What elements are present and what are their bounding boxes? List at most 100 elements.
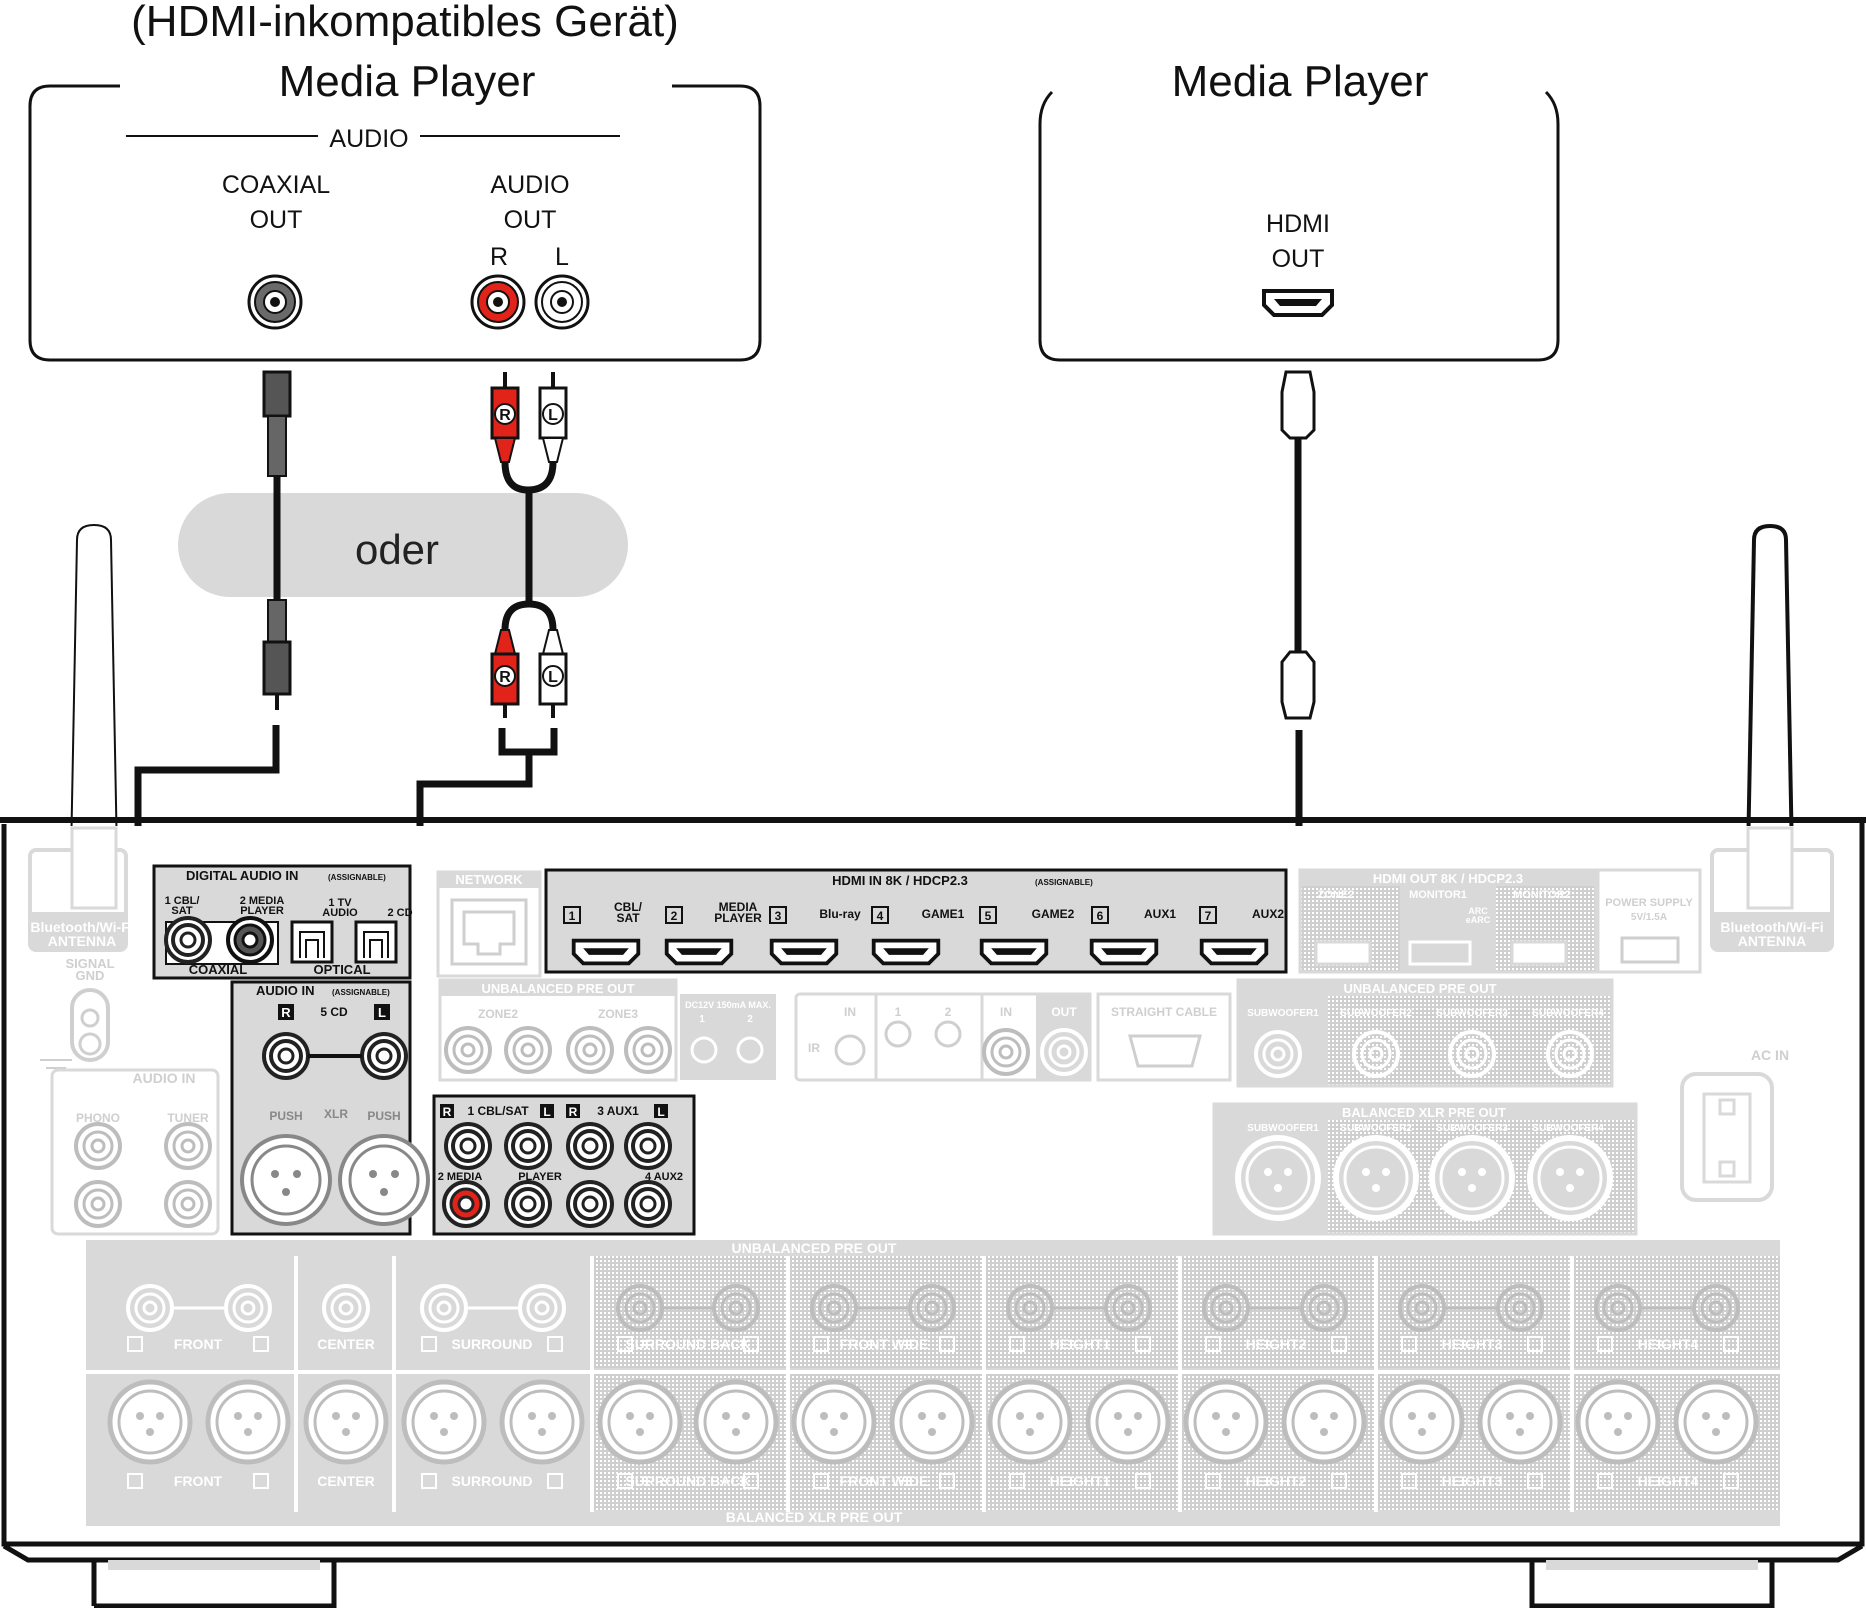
svg-text:ANTENNA: ANTENNA [48, 933, 116, 949]
svg-text:R: R [490, 243, 508, 271]
svg-text:ANTENNA: ANTENNA [1738, 933, 1806, 949]
svg-text:HEIGHT3: HEIGHT3 [1442, 1336, 1503, 1352]
svg-text:eARC: eARC [1466, 915, 1491, 925]
bt-antenna-left-label: Bluetooth/Wi-Fi [30, 919, 133, 935]
svg-text:AUX2: AUX2 [1252, 907, 1284, 921]
svg-text:OUT: OUT [504, 206, 557, 234]
audio-in-block: AUDIO IN (ASSIGNABLE) R 5 CD L PUSH XLR … [230, 980, 430, 1236]
svg-text:GAME2: GAME2 [1032, 907, 1075, 921]
svg-text:SUBWOOFER4: SUBWOOFER4 [1532, 1008, 1604, 1019]
svg-text:SUBWOOFER3: SUBWOOFER3 [1436, 1008, 1508, 1019]
phono-tuner-block: AUDIO IN PHONO TUNER [50, 1068, 220, 1236]
svg-text:MEDIA: MEDIA [719, 900, 758, 914]
digital-audio-in-block: DIGITAL AUDIO IN (ASSIGNABLE) 1 CBL/ SAT… [152, 864, 413, 980]
svg-text:FRONT: FRONT [174, 1336, 223, 1352]
svg-text:IN: IN [844, 1005, 856, 1019]
zone-pre-out-block: UNBALANCED PRE OUT ZONE2 ZONE3 [438, 978, 678, 1082]
svg-text:CENTER: CENTER [317, 1336, 375, 1352]
svg-text:SAT: SAT [171, 905, 192, 917]
svg-text:OPTICAL: OPTICAL [313, 962, 370, 977]
svg-text:SUBWOOFER4: SUBWOOFER4 [1532, 1123, 1604, 1134]
left-media-player: (HDMI-inkompatibles Gerät) Media Player … [28, 0, 762, 362]
svg-text:2: 2 [671, 909, 678, 923]
hdmi-out-block: HDMI OUT 8K / HDCP2.3 ZONE2 MONITOR1 MON… [1298, 868, 1598, 974]
svg-text:ZONE3: ZONE3 [598, 1007, 638, 1021]
svg-text:IR: IR [808, 1041, 820, 1055]
svg-text:AUDIO: AUDIO [322, 907, 358, 919]
svg-text:2 MEDIA: 2 MEDIA [438, 1171, 483, 1183]
svg-text:SUBWOOFER3: SUBWOOFER3 [1436, 1123, 1508, 1134]
svg-text:COAXIAL: COAXIAL [189, 962, 248, 977]
svg-text:2: 2 [747, 1014, 753, 1025]
svg-text:SUBWOOFER1: SUBWOOFER1 [1247, 1123, 1319, 1134]
svg-text:L: L [378, 1005, 386, 1020]
svg-text:(ASSIGNABLE): (ASSIGNABLE) [1035, 878, 1093, 887]
svg-text:HEIGHT3: HEIGHT3 [1442, 1473, 1503, 1489]
svg-text:SURROUND BACK: SURROUND BACK [625, 1473, 750, 1489]
svg-text:GAME1: GAME1 [922, 907, 965, 921]
svg-text:R: R [499, 407, 511, 424]
svg-text:FRONT: FRONT [174, 1473, 223, 1489]
svg-text:L: L [543, 1105, 550, 1119]
svg-text:(ASSIGNABLE): (ASSIGNABLE) [328, 873, 386, 882]
svg-text:1: 1 [699, 1014, 705, 1025]
svg-text:AUDIO IN: AUDIO IN [133, 1070, 196, 1086]
svg-text:IN: IN [1000, 1005, 1012, 1019]
svg-text:R: R [281, 1005, 291, 1020]
svg-text:R: R [443, 1105, 452, 1119]
hdmi-in-port-5: 5 GAME2 [979, 906, 1075, 966]
svg-text:PLAYER: PLAYER [240, 905, 284, 917]
svg-text:HDMI OUT 8K / HDCP2.3: HDMI OUT 8K / HDCP2.3 [1373, 871, 1523, 886]
subwoofer-xlr-block: BALANCED XLR PRE OUT SUBWOOFER1 SUBWOOFE… [1212, 1102, 1638, 1236]
svg-text:CBL/: CBL/ [614, 900, 643, 914]
svg-text:R: R [569, 1105, 578, 1119]
or-label: oder [355, 526, 439, 573]
coaxial-out-jack [247, 274, 303, 330]
svg-text:5V/1.5A: 5V/1.5A [1631, 912, 1667, 923]
svg-text:1 CBL/: 1 CBL/ [165, 895, 200, 907]
svg-text:TUNER: TUNER [167, 1111, 209, 1125]
svg-text:L: L [548, 407, 558, 424]
svg-text:UNBALANCED PRE OUT: UNBALANCED PRE OUT [481, 981, 634, 996]
right-media-player: Media Player HDMI OUT [1038, 57, 1560, 362]
svg-text:2 CD: 2 CD [387, 907, 412, 919]
svg-text:1: 1 [895, 1005, 902, 1019]
svg-text:1 TV: 1 TV [328, 897, 352, 909]
svg-text:MONITOR1: MONITOR1 [1409, 889, 1467, 901]
svg-text:HDMI IN 8K / HDCP2.3: HDMI IN 8K / HDCP2.3 [832, 873, 968, 888]
analog-audio-in-block: R 1 CBL/SAT L R 3 AUX1 L 2 MEDIA PLAYER … [432, 1094, 696, 1236]
right-device-title: Media Player [1172, 57, 1429, 106]
svg-text:OUT: OUT [1272, 245, 1325, 273]
svg-text:OUT: OUT [250, 206, 303, 234]
av-receiver: Bluetooth/Wi-Fi ANTENNA Bluetooth/Wi-Fi … [0, 523, 1866, 1608]
svg-text:BALANCED XLR PRE OUT: BALANCED XLR PRE OUT [726, 1509, 903, 1525]
speaker-pre-out-block: UNBALANCED PRE OUT BALANCED XLR PRE OUT … [86, 1240, 1780, 1526]
hdmi-out-label: HDMI [1266, 210, 1330, 238]
svg-text:AUDIO IN: AUDIO IN [256, 983, 315, 998]
hdmi-incompatible-note: (HDMI-inkompatibles Gerät) [131, 0, 679, 46]
svg-text:3 AUX1: 3 AUX1 [597, 1104, 639, 1118]
svg-text:3: 3 [775, 909, 782, 923]
svg-text:PLAYER: PLAYER [518, 1171, 562, 1183]
svg-text:ZONE2: ZONE2 [478, 1007, 518, 1021]
svg-text:DIGITAL AUDIO IN: DIGITAL AUDIO IN [186, 868, 298, 883]
svg-text:PUSH: PUSH [367, 1109, 400, 1123]
svg-text:HEIGHT2: HEIGHT2 [1246, 1336, 1307, 1352]
svg-text:1 CBL/SAT: 1 CBL/SAT [467, 1104, 529, 1118]
svg-text:SUBWOOFER2: SUBWOOFER2 [1340, 1123, 1412, 1134]
antenna-right [1745, 523, 1795, 858]
svg-text:SURROUND: SURROUND [452, 1473, 533, 1489]
audio-out-label: AUDIO [490, 171, 569, 199]
svg-text:SUBWOOFER1: SUBWOOFER1 [1247, 1008, 1319, 1019]
svg-text:5: 5 [985, 909, 992, 923]
